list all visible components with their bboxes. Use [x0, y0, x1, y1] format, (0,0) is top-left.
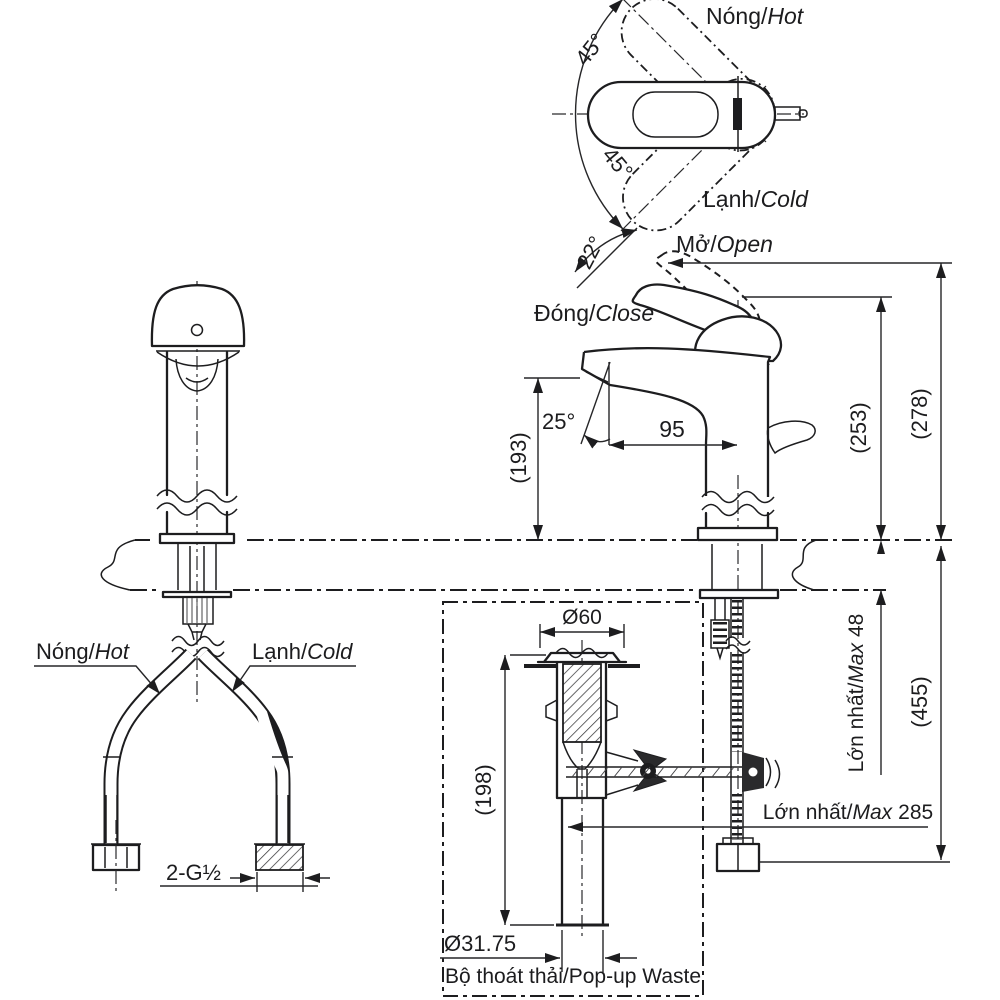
dim-tail-diameter: Ø31.75: [444, 931, 516, 956]
spout-body: [580, 346, 772, 498]
hot-nut-facets: [104, 847, 128, 868]
front-cap-button: [190, 323, 204, 337]
supply-pipe-fitting: [710, 619, 730, 649]
lever-hub: [694, 315, 783, 363]
cold-supply-nut: [255, 844, 304, 871]
open-label: Mở/Open: [676, 231, 773, 257]
front-spout-mouth: [156, 351, 240, 367]
supply-pipe-tip: [716, 647, 724, 661]
front-aerator-ring: [185, 377, 209, 383]
handle-top-inner: [632, 91, 719, 138]
popup-lever-links: [605, 751, 639, 796]
side-body-break: [701, 490, 775, 517]
popup-waste-caption: Bộ thoát thải/Pop-up Waste: [445, 965, 701, 988]
close-label: Đóng/Close: [534, 300, 654, 326]
popup-waste-box: Ø60 (198) Ø31.75 Bộ thoát thải/Pop-up Wa…: [440, 601, 704, 997]
hose-crimp-fittings: [103, 756, 293, 843]
counter-break-right: [791, 539, 817, 591]
front-hot-leader: [34, 665, 161, 695]
lift-rod-break: [725, 636, 751, 654]
popup-flange-seal: [555, 647, 609, 659]
lift-rod-knob: [766, 420, 816, 455]
popup-body-tube: [555, 660, 608, 800]
dim-ext-tail: [561, 930, 604, 972]
thread-spec-label: 2-G½: [166, 860, 221, 885]
dim-flange-diameter: Ø60: [562, 606, 602, 629]
spout-height-label: (193): [506, 432, 531, 483]
spout-angle-arc: [583, 434, 611, 449]
front-aerator-dome: [175, 358, 219, 392]
side-view: [580, 250, 816, 542]
front-cold-label: Lạnh/Cold: [252, 639, 353, 664]
front-mount-nut: [182, 596, 214, 625]
popup-collar-lugs: [545, 699, 618, 722]
spout-angle-label: 25°: [542, 409, 575, 434]
spout-reach-label: 95: [659, 416, 685, 442]
supply-pipe-upper: [714, 598, 726, 620]
dim-popup-height: (198): [471, 764, 496, 815]
rod-clevis-hole: [748, 767, 758, 777]
counter-thickness-label: Lớn nhất/Max48: [845, 614, 868, 773]
under-counter-label: (455): [907, 676, 932, 727]
swing-arc: [574, 0, 624, 230]
body-column-lower: [704, 511, 770, 530]
open-lever-dashed: [654, 250, 762, 339]
counter-thickness-arrow: [877, 540, 885, 554]
popup-plug-hatched: [562, 663, 602, 743]
front-body-column: [165, 350, 229, 536]
front-handle-cap: [150, 284, 246, 348]
lift-rod: [730, 598, 744, 843]
lever-angle-arc: [574, 228, 638, 273]
counter-section: [100, 539, 952, 591]
counter-break-left: [100, 539, 136, 591]
top-cold-label: Lạnh/Cold: [703, 186, 809, 212]
front-shank: [177, 543, 217, 592]
side-base-flange: [696, 526, 779, 542]
spout-stem: [774, 106, 801, 121]
popup-tail-pipe: [560, 796, 605, 927]
spout-angle-rays: [580, 361, 611, 445]
lever-angle-label: 22°: [572, 232, 610, 273]
dim-ext-height: [510, 654, 554, 926]
side-shank: [711, 544, 763, 590]
front-base-flange: [158, 532, 236, 545]
aerator-line: [585, 371, 609, 383]
front-hot-label: Nóng/Hot: [36, 639, 130, 664]
hose-break: [171, 635, 225, 658]
rod-break-marks: [765, 757, 781, 789]
front-mount-nut-knurl: [186, 598, 208, 623]
spout-stem-tip: [798, 109, 808, 118]
front-body-break: [156, 489, 238, 516]
open-height-label: (278): [907, 388, 932, 439]
front-view: Nóng/Hot Lạnh/Cold 2-G½: [34, 281, 356, 892]
rod-hatching: [571, 766, 735, 778]
popup-horizontal-rod: [566, 766, 760, 778]
dimension-annotations: Mở/Open Đóng/Close 22° 25° 95 (193) (253…: [506, 227, 952, 860]
top-hot-label: Nóng/Hot: [706, 3, 805, 29]
popup-plug-taper: [562, 741, 602, 798]
thread-ext-lines: [256, 872, 304, 892]
popup-ball-joint-hole: [645, 768, 651, 774]
cold-hose-fill: [198, 650, 289, 844]
popup-waste-border: [442, 601, 704, 997]
swing-angle-upper-label: 45°: [570, 29, 610, 71]
side-mount-flange: [698, 588, 780, 600]
closed-height-label: (253): [846, 402, 871, 453]
pivot-mark: [733, 98, 742, 130]
top-view: Nóng/Hot Lạnh/Cold 45° 45°: [552, 0, 809, 232]
front-cold-leader: [231, 665, 356, 693]
hot-hose-fill: [105, 650, 196, 844]
